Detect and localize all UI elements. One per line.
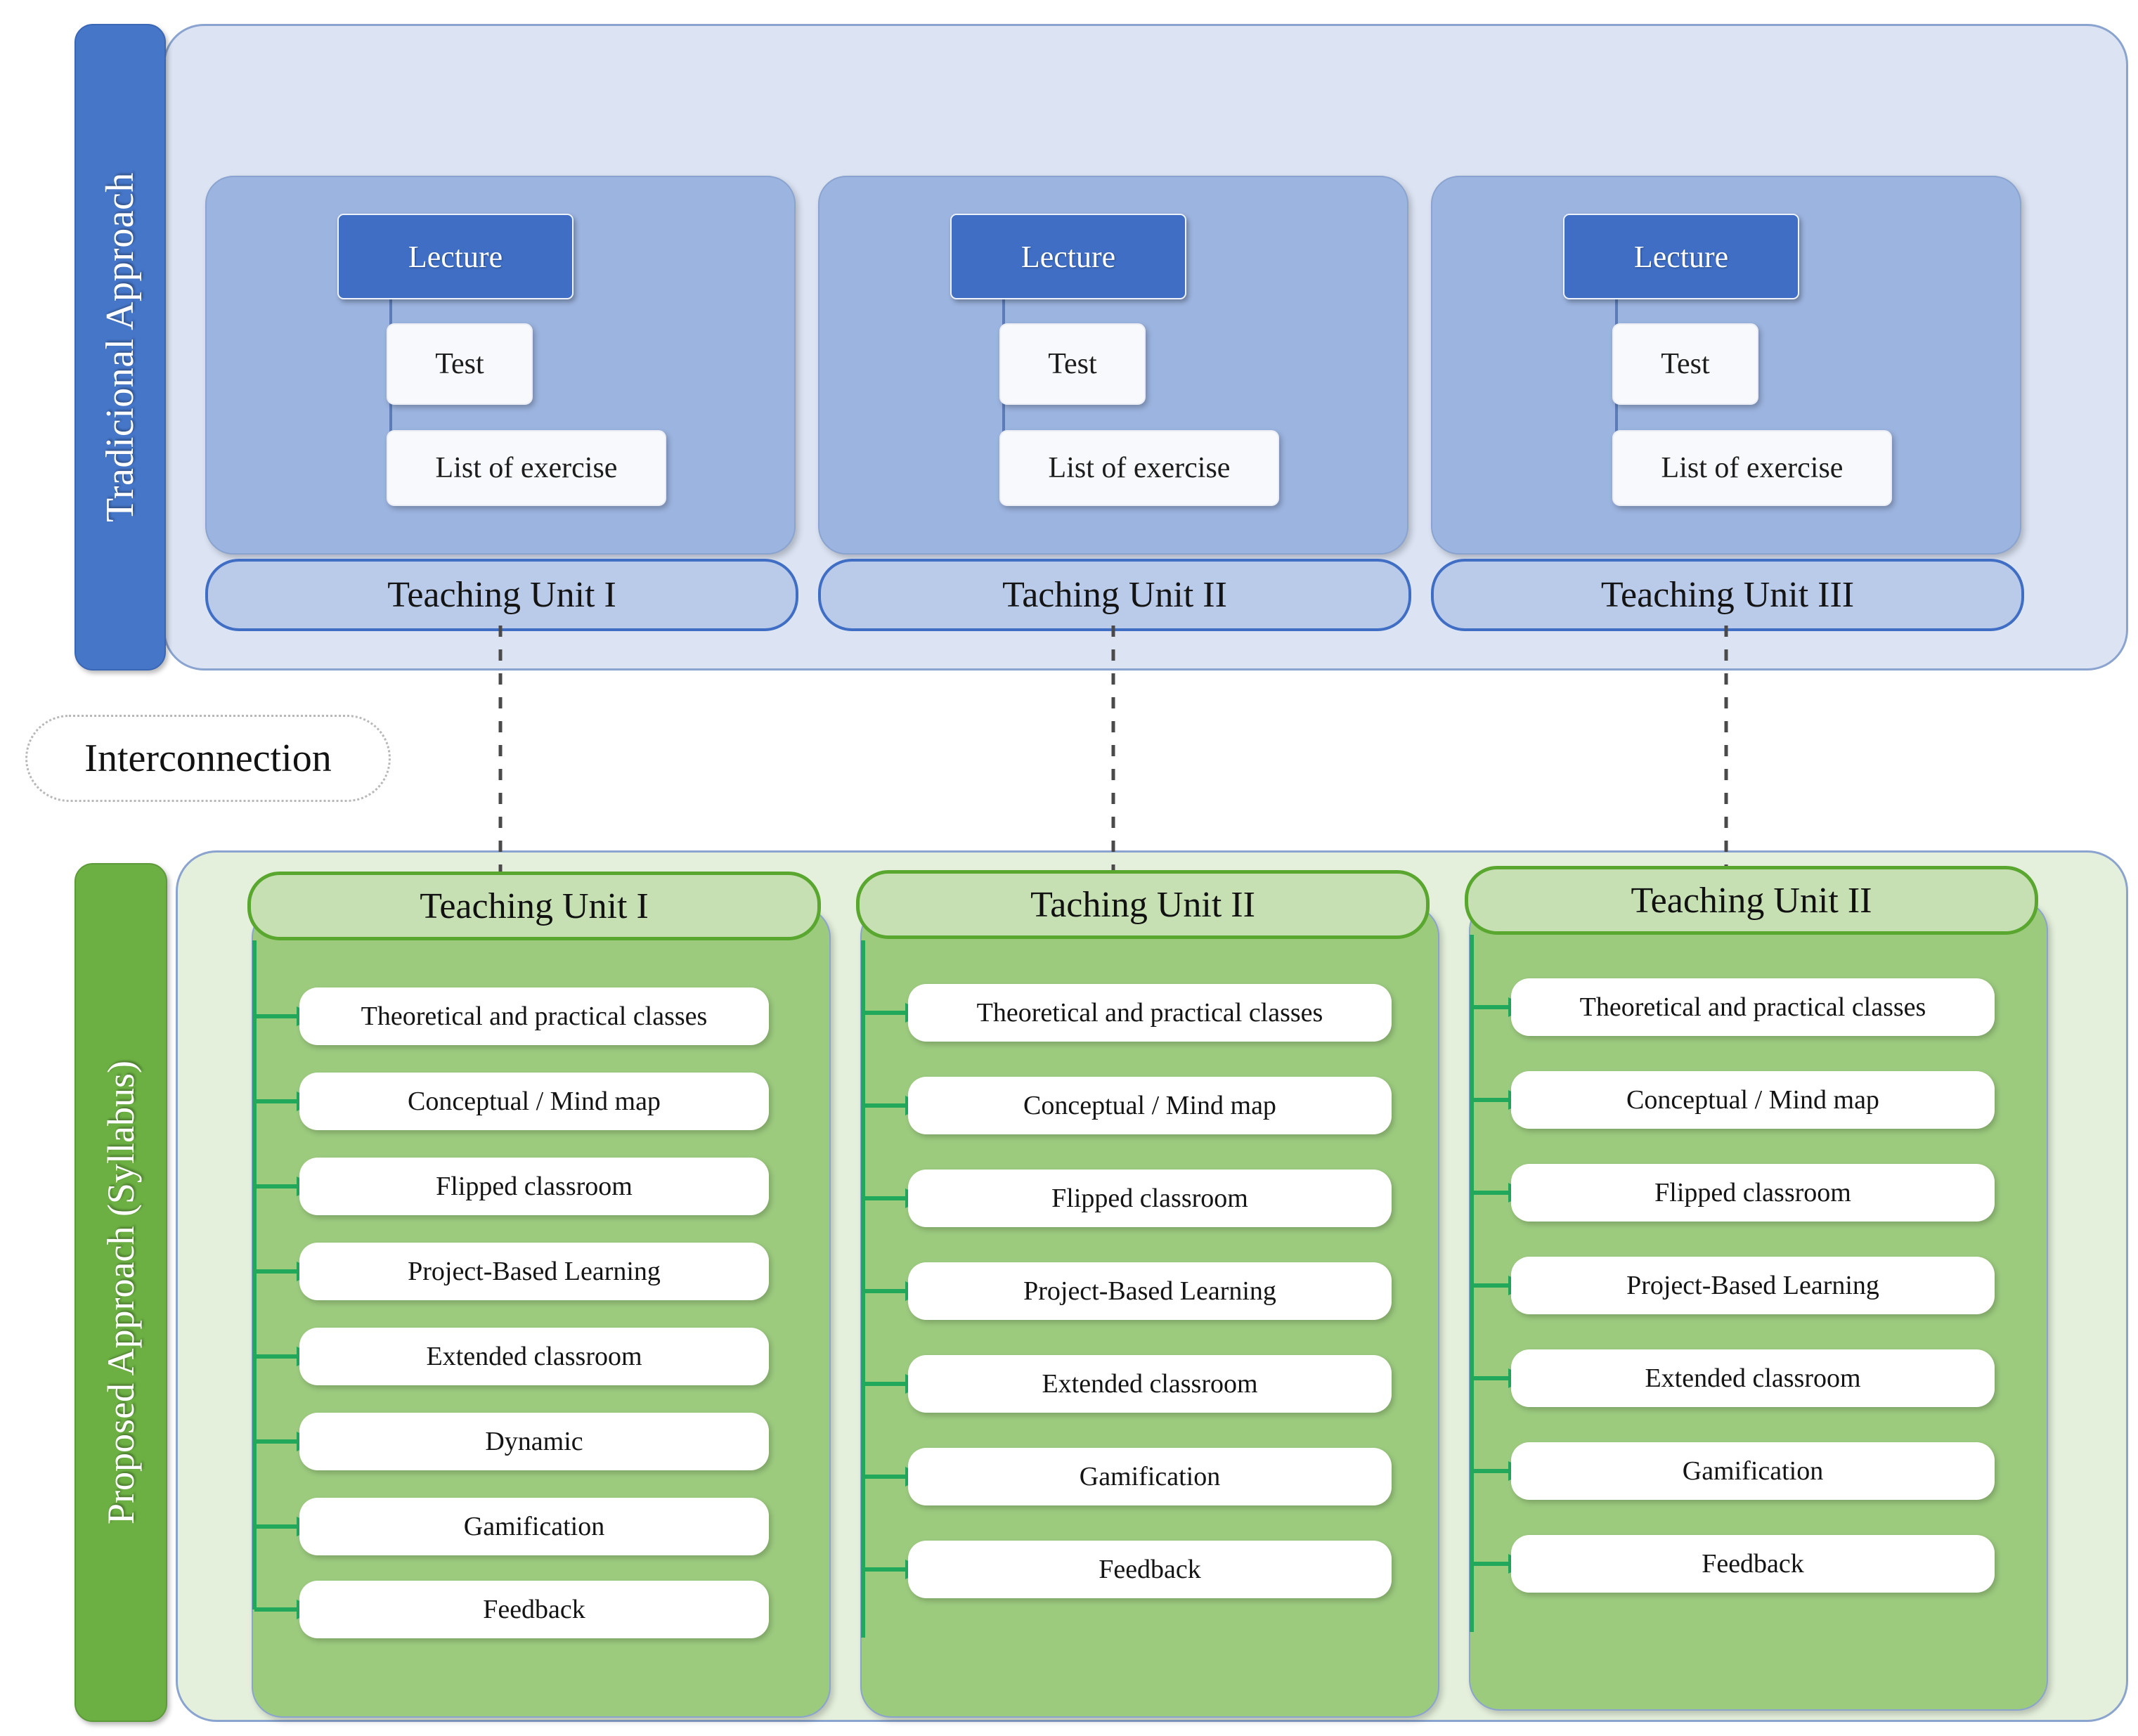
- proposed-item[interactable]: Gamification: [1511, 1442, 1995, 1500]
- proposed-item[interactable]: Flipped classroom: [299, 1158, 769, 1215]
- proposed-approach-sidebar-label: Proposed Approach (Syllabus): [100, 1061, 142, 1524]
- traditional-unit-pill-2[interactable]: Taching Unit II: [818, 559, 1411, 631]
- proposed-item[interactable]: Feedback: [299, 1581, 769, 1638]
- proposed-approach-sidebar: Proposed Approach (Syllabus): [74, 863, 167, 1722]
- proposed-item[interactable]: Extended classroom: [908, 1355, 1392, 1413]
- traditional-unit-pill-1[interactable]: Teaching Unit I: [205, 559, 798, 631]
- test-box-3[interactable]: Test: [1612, 323, 1758, 405]
- proposed-item[interactable]: Gamification: [299, 1498, 769, 1555]
- list-of-exercise-box-2[interactable]: List of exercise: [999, 430, 1279, 506]
- proposed-item[interactable]: Feedback: [1511, 1535, 1995, 1593]
- traditional-unit-card-1: Lecture Test List of exercise: [205, 176, 796, 555]
- proposed-item[interactable]: Gamification: [908, 1448, 1392, 1505]
- proposed-item[interactable]: Flipped classroom: [908, 1170, 1392, 1227]
- traditional-approach-sidebar-label: Tradicional Approach: [98, 172, 142, 522]
- lecture-box-1[interactable]: Lecture: [337, 214, 574, 299]
- lecture-box-3[interactable]: Lecture: [1563, 214, 1799, 299]
- proposed-item[interactable]: Theoretical and practical classes: [908, 984, 1392, 1042]
- proposed-unit-header-2[interactable]: Taching Unit II: [856, 870, 1430, 939]
- proposed-item[interactable]: Project-Based Learning: [908, 1262, 1392, 1320]
- traditional-unit-column-3: Lecture Test List of exercise Teaching U…: [1431, 176, 2024, 631]
- proposed-item[interactable]: Extended classroom: [299, 1328, 769, 1385]
- proposed-unit-header-1[interactable]: Teaching Unit I: [247, 872, 821, 940]
- traditional-unit-pill-3[interactable]: Teaching Unit III: [1431, 559, 2024, 631]
- proposed-item[interactable]: Theoretical and practical classes: [1511, 978, 1995, 1036]
- traditional-unit-card-3: Lecture Test List of exercise: [1431, 176, 2021, 555]
- test-box-2[interactable]: Test: [999, 323, 1146, 405]
- traditional-unit-column-2: Lecture Test List of exercise Taching Un…: [818, 176, 1411, 631]
- proposed-item[interactable]: Dynamic: [299, 1413, 769, 1470]
- proposed-item[interactable]: Flipped classroom: [1511, 1164, 1995, 1222]
- proposed-item[interactable]: Feedback: [908, 1541, 1392, 1598]
- interconnection-label: Interconnection: [84, 737, 332, 780]
- traditional-unit-card-2: Lecture Test List of exercise: [818, 176, 1408, 555]
- proposed-unit-header-3[interactable]: Teaching Unit II: [1465, 866, 2038, 935]
- list-of-exercise-box-1[interactable]: List of exercise: [387, 430, 666, 506]
- proposed-item[interactable]: Extended classroom: [1511, 1349, 1995, 1407]
- proposed-item[interactable]: Conceptual / Mind map: [1511, 1071, 1995, 1129]
- proposed-item[interactable]: Project-Based Learning: [299, 1243, 769, 1300]
- traditional-approach-sidebar: Tradicional Approach: [74, 24, 166, 671]
- proposed-item[interactable]: Theoretical and practical classes: [299, 987, 769, 1045]
- list-of-exercise-box-3[interactable]: List of exercise: [1612, 430, 1892, 506]
- proposed-item[interactable]: Conceptual / Mind map: [908, 1077, 1392, 1134]
- test-box-1[interactable]: Test: [387, 323, 533, 405]
- lecture-box-2[interactable]: Lecture: [950, 214, 1186, 299]
- proposed-item[interactable]: Conceptual / Mind map: [299, 1073, 769, 1130]
- traditional-unit-column-1: Lecture Test List of exercise Teaching U…: [205, 176, 798, 631]
- proposed-item[interactable]: Project-Based Learning: [1511, 1257, 1995, 1314]
- interconnection-badge: Interconnection: [25, 715, 391, 802]
